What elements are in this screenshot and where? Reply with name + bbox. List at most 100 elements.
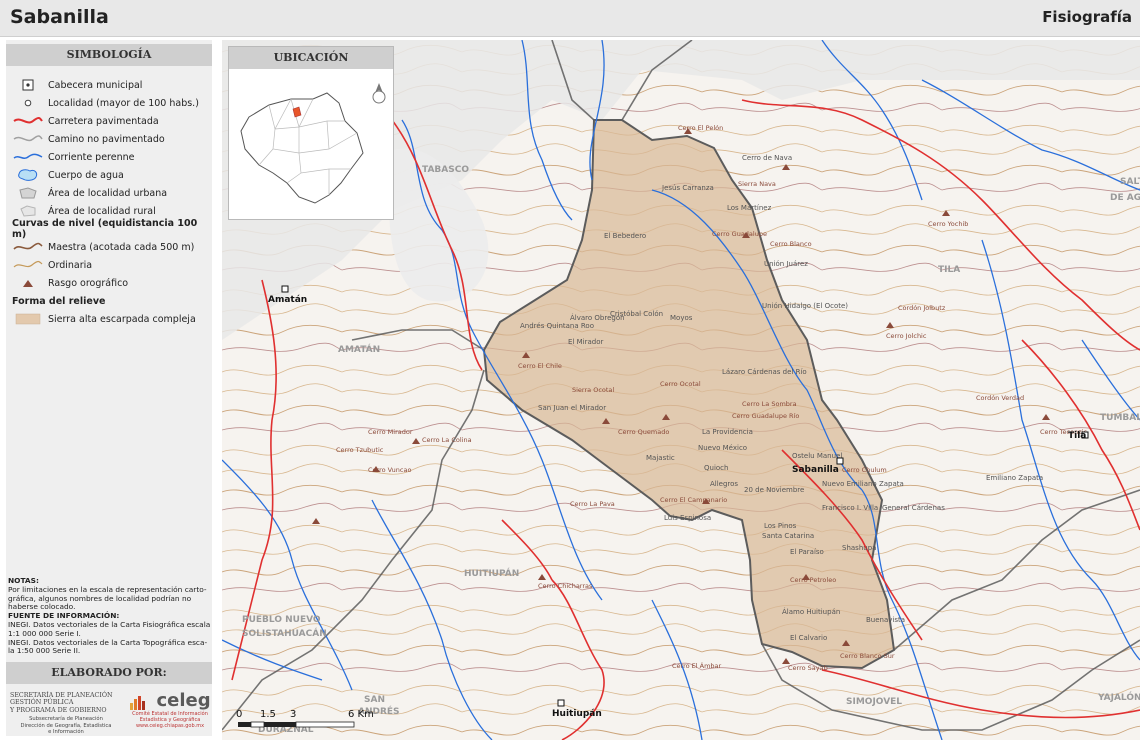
master-contour-icon: [12, 240, 44, 254]
legend-item-label: Cuerpo de agua: [48, 169, 124, 181]
map-theme: Fisiografía: [1042, 8, 1132, 26]
peak-label: Cerro Sayab: [788, 664, 828, 672]
peak-label: Cerro La Pava: [570, 500, 615, 508]
municipality-label: HUITIUPÁN: [464, 567, 519, 579]
map-label: San Juan el Mirador: [538, 404, 606, 412]
legend-item-label: Camino no pavimentado: [48, 133, 165, 145]
map-labels: Jesús Carranza Los Martínez El Bebedero …: [520, 154, 1043, 642]
municipality-label: PUEBLO NUEVO: [242, 615, 321, 625]
map-label: Emiliano Zapata: [986, 474, 1043, 482]
credits-title: ELABORADO POR:: [6, 662, 212, 684]
map-label: Moyos: [670, 314, 693, 322]
peak-label: Cordón Jolbutz: [898, 304, 946, 312]
map-label: Los Pinos: [764, 522, 797, 530]
map-label: Quioch: [704, 464, 728, 472]
map-label: El Paraíso: [790, 548, 824, 556]
peak-label: Cerro El Pelón: [678, 124, 723, 132]
source-line: 1:1 000 000 Serie I.: [8, 628, 81, 638]
source-title: FUENTE DE INFORMACIÓN:: [8, 611, 120, 621]
secretaria-sub: Dirección de Geografía, Estadística: [20, 722, 112, 729]
notes-line: gráfica, algunos nombres de localidad po…: [8, 593, 192, 603]
town-label: Amatán: [268, 295, 307, 305]
secretaria-line: Y PROGRAMA DE GOBIERNO: [10, 706, 107, 714]
map-label: Francisco I. Villa: [822, 504, 878, 512]
ordinary-contour-icon: [12, 258, 44, 272]
map-label: Jesús Carranza: [661, 184, 714, 192]
municipality-label: TILA: [938, 265, 960, 275]
municipality-label: AMATÁN: [338, 343, 380, 355]
celeg-wordmark: celeg: [156, 690, 211, 711]
legend-title: SIMBOLOGÍA: [6, 44, 212, 66]
peak-label: Cerro Mirador: [368, 428, 413, 436]
celeg-sub: Comité Estatal de Información: [132, 711, 208, 717]
urban-area-icon: [12, 186, 44, 200]
legend-item: Localidad (mayor de 100 habs.): [12, 94, 212, 112]
map-label: El Bebedero: [604, 232, 646, 240]
map-label: Majastic: [646, 454, 675, 462]
map-label: Cristóbal Colón: [610, 310, 663, 318]
map-label: Ostelu Manuel: [792, 452, 842, 460]
legend-item-label: Área de localidad rural: [48, 205, 156, 217]
scale-tick: 3: [290, 709, 296, 720]
peak-label: Cerro El Chile: [518, 362, 562, 370]
sabanilla-highlight: [292, 106, 302, 118]
square-dot-icon: [12, 78, 44, 92]
legend-item-label: Cabecera municipal: [48, 79, 143, 91]
header-bar: Sabanilla Fisiografía: [0, 0, 1140, 37]
map-label: 20 de Noviembre: [744, 486, 804, 494]
secretaria-line: GESTIÓN PÚBLICA: [10, 699, 74, 707]
rural-area-icon: [12, 204, 44, 218]
inset-title: UBICACIÓN: [229, 47, 393, 69]
peak-label: Cerro Blanco: [770, 240, 812, 248]
map-label: General Cárdenas: [882, 504, 945, 512]
map-label: El Calvario: [790, 634, 827, 642]
legend-item: Área de localidad rural: [12, 202, 212, 220]
legend-item-label: Rasgo orográfico: [48, 277, 129, 289]
water-body-icon: [12, 168, 44, 182]
map-label: Lázaro Cárdenas del Río: [722, 368, 807, 376]
map-label: La Providencia: [702, 428, 753, 436]
municipality-label: SOLISTAHUACÁN: [242, 627, 327, 639]
municipality-label: SAN: [364, 695, 385, 705]
peak-label: Cerro Vuncao: [368, 466, 411, 474]
town-labels: Sabanilla Amatán Tila Huitiupán: [268, 285, 1089, 719]
peak-label: Cerro Tzubutic: [336, 446, 384, 454]
peak-label: Cerro Guadalupe Río: [732, 412, 799, 420]
legend-item-label: Área de localidad urbana: [48, 187, 168, 199]
legend-item: Maestra (acotada cada 500 m): [12, 238, 212, 256]
peak-label: Cerro Blanco Sur: [840, 652, 895, 660]
celeg-logo: celeg Comité Estatal de Información Esta…: [128, 690, 212, 729]
peak-label: Cerro El Campanario: [660, 496, 727, 504]
blue-line-icon: [12, 150, 44, 164]
circle-icon: [12, 96, 44, 110]
red-line-icon: [12, 114, 44, 128]
peak-labels: Cerro El Pelón Sierra Nava Cerro Guadalu…: [336, 124, 1087, 672]
map-label: Cerro de Nava: [742, 154, 792, 162]
peak-label: Sierra Nava: [738, 180, 776, 188]
notes-block: NOTAS: Por limitaciones en la escala de …: [8, 576, 212, 656]
municipality-label: ANDRÉS: [358, 705, 400, 717]
peak-label: Cordón Verdad: [976, 394, 1024, 402]
map-label: Santa Catarina: [762, 532, 814, 540]
peak-label: Cerro El Ámbar: [672, 661, 722, 670]
legend-item: Sierra alta escarpada compleja: [12, 310, 212, 328]
legend-item-label: Sierra alta escarpada compleja: [48, 313, 196, 325]
town-label: Sabanilla: [792, 465, 839, 475]
map-label: Álamo Huitiupán: [782, 607, 840, 616]
peak-label: Cerro Chulum: [842, 466, 887, 474]
municipality-label: SALTO: [1120, 177, 1140, 187]
map-label: Andrés Quintana Roo: [520, 322, 594, 330]
map-label: Nuevo México: [698, 444, 747, 452]
peak-icon: [12, 276, 44, 290]
source-line: la 1:50 000 Serie II.: [8, 646, 81, 656]
municipality-labels: TABASCO AMATÁN TILA HUITIUPÁN PUEBLO NUE…: [242, 165, 1140, 735]
map-label: Los Martínez: [727, 204, 772, 212]
map-label: Buenavista: [866, 616, 905, 624]
map-label: Unión Hidalgo (El Ocote): [762, 302, 848, 310]
map-label: Shashupa: [842, 544, 876, 552]
notes-line: haberse colocado.: [8, 602, 76, 612]
map-canvas[interactable]: Jesús Carranza Los Martínez El Bebedero …: [222, 40, 1140, 740]
peak-label: Sierra Ocotal: [572, 386, 614, 394]
legend-item-label: Maestra (acotada cada 500 m): [48, 241, 195, 253]
legend-item-label: Corriente perenne: [48, 151, 135, 163]
